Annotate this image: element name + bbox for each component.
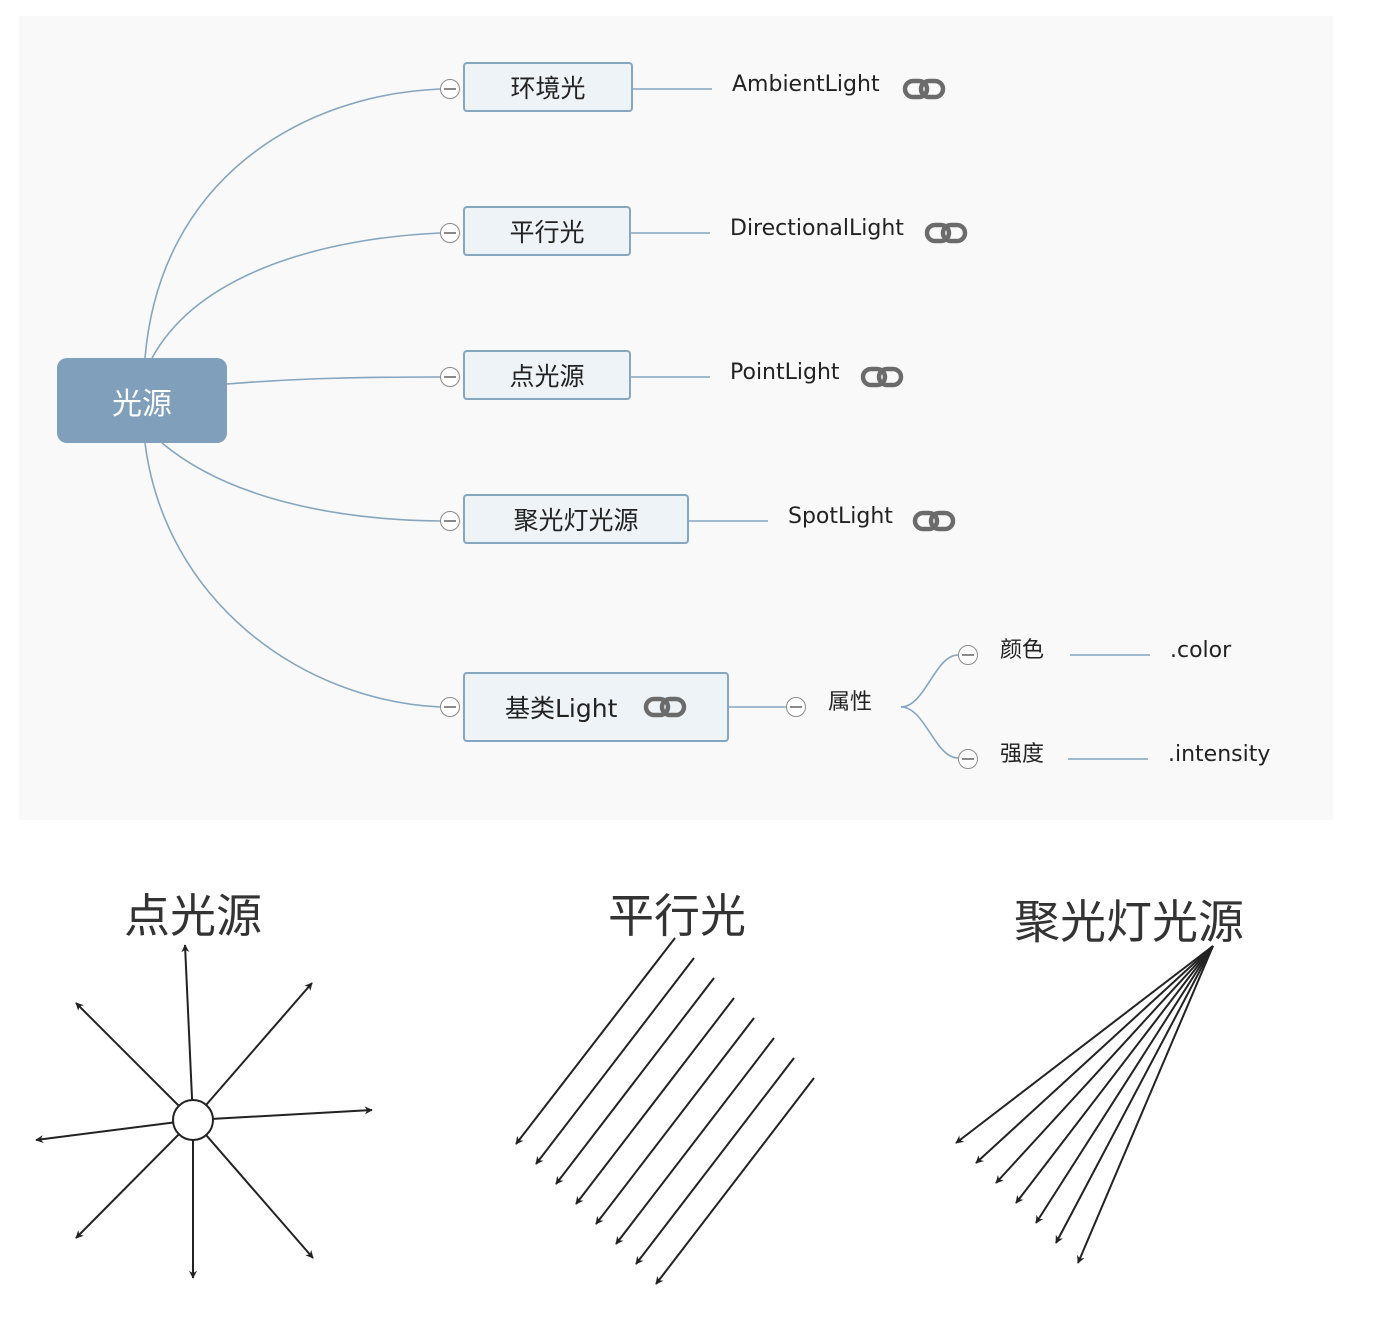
collapse-toggle[interactable]	[786, 697, 806, 717]
topic-intensity[interactable]: 强度	[1000, 742, 1045, 767]
topic-ambient-light[interactable]: 环境光	[463, 62, 633, 112]
illustration-title-point: 点光源	[124, 889, 262, 943]
collapse-toggle[interactable]	[440, 223, 460, 243]
directional-light-diagram	[515, 937, 815, 1285]
connector-ambient	[144, 88, 441, 359]
topic-color[interactable]: 颜色	[1000, 638, 1045, 663]
link-icon[interactable]	[643, 694, 687, 720]
topic-label: 平行光	[509, 218, 585, 247]
point-light-diagram	[35, 944, 373, 1279]
spot-light-diagram	[955, 945, 1214, 1264]
mind-map-connectors	[144, 88, 1150, 760]
collapse-toggle[interactable]	[440, 367, 460, 387]
connector-spot	[161, 442, 441, 522]
collapse-toggle[interactable]	[440, 79, 460, 99]
connector-directional	[151, 232, 441, 359]
topic-label: 环境光	[510, 74, 586, 103]
collapse-toggle[interactable]	[440, 511, 460, 531]
topic-label: 基类Light	[505, 694, 618, 723]
leaf-spot-light: SpotLight	[788, 504, 893, 529]
connector-base	[144, 442, 441, 708]
leaf-point-light: PointLight	[730, 360, 840, 385]
leaf-directional-light: DirectionalLight	[730, 216, 904, 241]
link-icon[interactable]	[860, 364, 904, 390]
link-icon[interactable]	[924, 220, 968, 246]
topic-attributes[interactable]: 属性	[828, 690, 873, 715]
topic-label: 点光源	[509, 362, 585, 391]
link-icon[interactable]	[912, 508, 956, 534]
topic-spot-light[interactable]: 聚光灯光源	[463, 494, 689, 544]
topic-directional-light[interactable]: 平行光	[463, 206, 631, 256]
collapse-toggle[interactable]	[440, 697, 460, 717]
collapse-toggle[interactable]	[958, 749, 978, 769]
illustration-title-directional: 平行光	[608, 889, 746, 943]
connector-color	[900, 654, 959, 708]
leaf-ambient-light: AmbientLight	[732, 72, 880, 97]
leaf-intensity-property: .intensity	[1168, 742, 1271, 767]
collapse-toggle[interactable]	[958, 645, 978, 665]
illustration-title-spot: 聚光灯光源	[1014, 895, 1244, 949]
connector-point	[226, 376, 441, 385]
connector-intensity	[900, 706, 959, 759]
link-icon[interactable]	[902, 76, 946, 102]
topic-label: 聚光灯光源	[513, 506, 639, 535]
root-topic[interactable]: 光源	[57, 358, 227, 443]
topic-point-light[interactable]: 点光源	[463, 350, 631, 400]
leaf-color-property: .color	[1170, 638, 1232, 663]
